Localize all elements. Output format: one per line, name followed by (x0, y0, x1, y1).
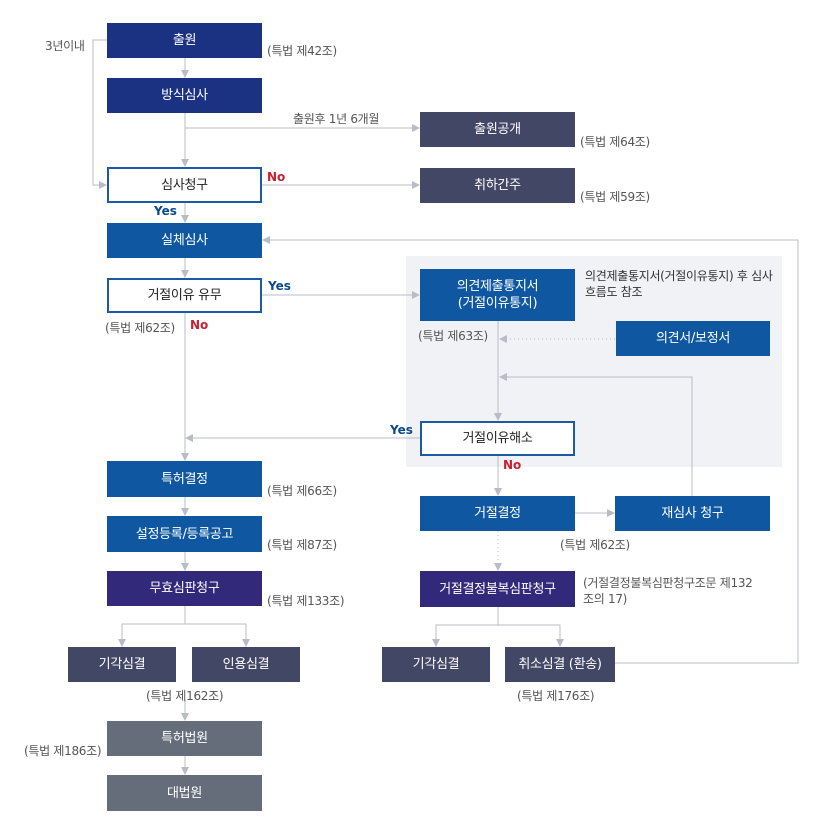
opinion-notice-box: 의견제출통지서 (거절이유통지) (420, 269, 575, 321)
publication-law-note: (특법 제64조) (580, 135, 650, 149)
withdrawal-law-note: (특법 제59조) (580, 190, 650, 204)
rejection-appeal-law-note: (거절결정불복심판청구조문 제132조의 17) (583, 576, 753, 606)
formality-exam-box: 방식심사 (107, 78, 262, 113)
exam-request-box: 심사청구 (107, 167, 262, 203)
registration-box: 설정등록/등록공고 (107, 516, 262, 552)
opinion-notice-line1: 의견제출통지서 (456, 279, 539, 294)
no-label-patent: No (190, 318, 209, 332)
patent-court-box: 특허법원 (107, 721, 262, 756)
rejection-decision-law-note: (특법 제62조) (560, 538, 630, 552)
application-law-note: (특법 제42조) (267, 44, 337, 58)
opinion-notice-ref-note: 의견제출통지서(거절이유통지) 후 심사흐름도 참조 (585, 269, 773, 299)
invalidation-trial-box: 무효심판청구 (107, 571, 262, 606)
yes-label-substantive: Yes (154, 204, 177, 218)
dismissal-right-box: 기각심결 (382, 647, 490, 682)
publication-box: 출원공개 (420, 112, 575, 147)
rejection-appeal-box: 거절결정불복심판청구 (420, 571, 575, 607)
rejection-reason-law-note: (특법 제62조) (105, 321, 175, 335)
patent-decision-law-note: (특법 제66조) (267, 484, 337, 498)
rejection-reason-box: 거절이유 유무 (107, 278, 262, 313)
acceptance-trial-box: 인용심결 (192, 647, 300, 682)
rejection-resolved-box: 거절이유해소 (420, 421, 575, 456)
dismissal-law-note: (특법 제162조) (146, 689, 224, 703)
opinion-notice-line2: (거절이유통지) (457, 296, 538, 311)
application-box: 출원 (107, 23, 262, 58)
after-18-months-note: 출원후 1년 6개월 (293, 112, 380, 126)
cancel-trial-law-note: (특법 제176조) (517, 689, 595, 703)
registration-law-note: (특법 제87조) (267, 538, 337, 552)
patent-court-law-note: (특법 제186조) (24, 744, 102, 758)
no-label-withdrawal: No (267, 170, 286, 184)
yes-label-rejection: Yes (268, 279, 291, 293)
no-label-rejection-decision: No (503, 458, 522, 472)
within-3-years-note: 3년이내 (45, 39, 85, 53)
reexam-request-box: 재심사 청구 (615, 496, 770, 531)
substantive-exam-box: 실체심사 (107, 223, 262, 258)
invalidation-law-note: (특법 제133조) (267, 594, 345, 608)
cancel-trial-box: 취소심결 (환송) (505, 647, 615, 682)
dismissal-left-box: 기각심결 (68, 647, 176, 682)
patent-decision-box: 특허결정 (107, 461, 262, 497)
supreme-court-box: 대법원 (107, 775, 262, 811)
opinion-notice-law-note: (특법 제63조) (418, 329, 488, 343)
rejection-decision-box: 거절결정 (420, 496, 575, 531)
opinion-amendment-box: 의견서/보정서 (616, 321, 770, 356)
withdrawal-box: 취하간주 (420, 168, 575, 203)
yes-label-resolved: Yes (390, 423, 413, 437)
